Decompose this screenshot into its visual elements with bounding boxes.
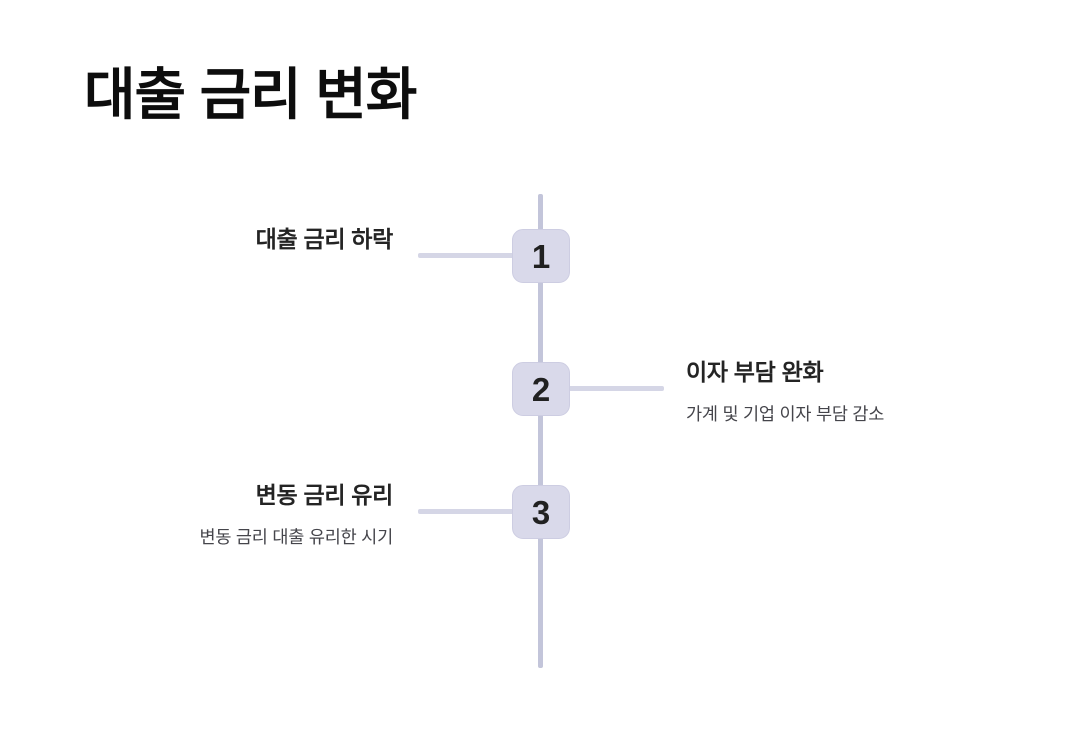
step-label-2: 이자 부담 완화 bbox=[686, 359, 824, 385]
step-connector-2 bbox=[568, 386, 664, 391]
step-text-block-3: 변동 금리 유리 변동 금리 대출 유리한 시기 bbox=[0, 480, 393, 550]
step-description-3: 변동 금리 대출 유리한 시기 bbox=[199, 526, 393, 547]
step-connector-1 bbox=[418, 253, 514, 258]
step-text-block-2: 이자 부담 완화 가계 및 기업 이자 부담 감소 bbox=[686, 357, 1080, 427]
step-description-2: 가계 및 기업 이자 부담 감소 bbox=[686, 403, 885, 424]
timeline-vertical-axis bbox=[538, 194, 543, 668]
step-marker-2[interactable]: 2 bbox=[512, 362, 570, 416]
page-title: 대출 금리 변화 bbox=[84, 63, 417, 126]
step-label-1: 대출 금리 하락 bbox=[255, 226, 394, 252]
step-label-3: 변동 금리 유리 bbox=[255, 482, 394, 508]
step-connector-3 bbox=[418, 509, 514, 514]
step-marker-3[interactable]: 3 bbox=[512, 485, 570, 539]
step-marker-1[interactable]: 1 bbox=[512, 229, 570, 283]
step-text-block-1: 대출 금리 하락 bbox=[0, 224, 394, 256]
